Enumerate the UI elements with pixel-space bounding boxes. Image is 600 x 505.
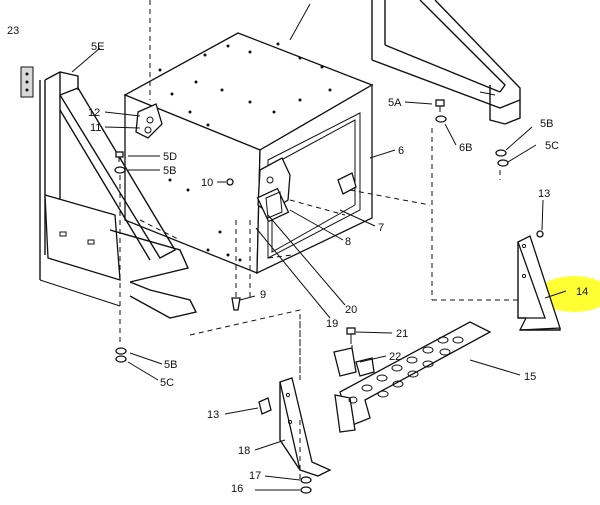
callout-14-highlight: [538, 276, 600, 312]
callout-12: 12: [88, 107, 100, 119]
callout-11: 11: [90, 122, 101, 134]
callout-7: 7: [378, 222, 384, 234]
main-box-assembly: [123, 32, 374, 275]
step-15: [334, 321, 492, 433]
clip-22: [333, 347, 375, 377]
bracket-14: [517, 235, 561, 331]
callout-labels: 23 5E 12 11 5D 5B 10 5A 6 6B 5B 5C 13 14…: [7, 25, 588, 495]
callout-5e: 5E: [91, 41, 104, 53]
callout-23: 23: [7, 25, 19, 37]
callout-5b-left-lower: 5B: [164, 359, 177, 371]
callout-14: 14: [576, 286, 588, 298]
callout-15: 15: [524, 371, 536, 383]
callout-5b-right: 5B: [540, 118, 553, 130]
callout-5c-left: 5C: [160, 377, 174, 389]
left-bracket-5e: [39, 71, 198, 319]
bracket-18: [279, 377, 332, 477]
callout-20: 20: [345, 304, 357, 316]
callout-18: 18: [238, 445, 250, 457]
callout-13-right: 13: [538, 188, 550, 200]
callout-10: 10: [201, 177, 213, 189]
right-upper-bracket: [371, 0, 521, 125]
callout-6: 6: [398, 145, 404, 157]
callout-13-lower: 13: [207, 409, 219, 421]
callout-5b-left-upper: 5B: [163, 165, 176, 177]
callout-5c-right: 5C: [545, 140, 559, 152]
callout-9: 9: [260, 289, 266, 301]
callout-16: 16: [231, 483, 243, 495]
callout-22: 22: [389, 351, 401, 363]
alignment-lines: [119, 0, 520, 480]
callout-17: 17: [249, 470, 261, 482]
callout-5d: 5D: [163, 151, 177, 163]
leader-lines: [71, 3, 567, 491]
fasteners: [20, 66, 544, 494]
callout-21: 21: [396, 328, 408, 340]
callout-6b: 6B: [459, 142, 472, 154]
callout-5a: 5A: [388, 97, 402, 109]
callout-19: 19: [326, 318, 338, 330]
callout-8: 8: [345, 236, 351, 248]
